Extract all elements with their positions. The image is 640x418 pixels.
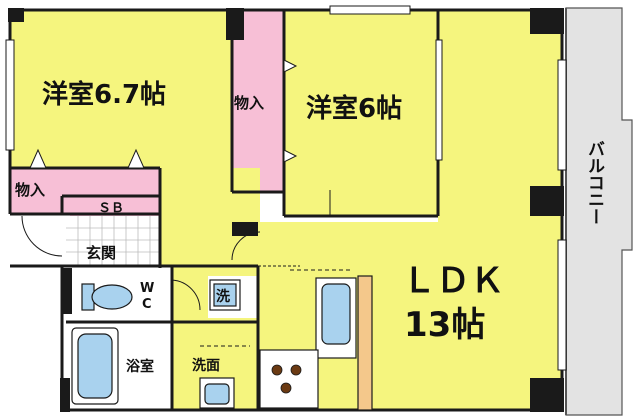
balcony-area [565,7,633,416]
closet-middle-floor [232,10,284,192]
entrance-floor [66,216,160,266]
laundry-label: 洗 [216,288,230,305]
shoe-box-floor [70,196,160,216]
western-room-2-floor [284,10,438,216]
western-room-1-floor [10,10,232,168]
washing-machine-icon [209,279,241,311]
toilet-icon [81,283,133,311]
hallway-floor [160,168,260,268]
refrigerator-icon [357,275,373,411]
ldk-label-line2: 13帖 [404,305,485,345]
entrance-label: 玄関 [86,244,116,262]
windows [5,5,567,371]
door-swings [21,190,331,311]
columns [8,8,564,412]
closet-door-marks [29,59,298,169]
stove-icon [271,364,302,394]
ldk-label-line1: ＬＤＫ [402,261,504,301]
closet-left-label: 物入 [15,181,45,199]
closet-middle-label: 物入 [234,94,264,112]
entrance-tiles [66,216,160,266]
bathroom-label: 浴室 [126,358,154,375]
western-room-1-label: 洋室6.7帖 [42,79,166,110]
kitchen-sink-icon [321,283,351,345]
sink-icon [199,377,235,409]
toilet-label-w: W [140,281,154,296]
kitchen-counter [259,275,373,411]
balcony-label: バルコニー [584,140,605,225]
western-room-2-label: 洋室6帖 [306,93,402,124]
sliding-door-marks [200,269,350,347]
washroom-label: 洗面 [192,357,220,374]
shoe-box-label: ＳＢ [98,201,124,216]
toilet-label-c: C [142,297,152,312]
bathtub-icon [71,327,119,405]
